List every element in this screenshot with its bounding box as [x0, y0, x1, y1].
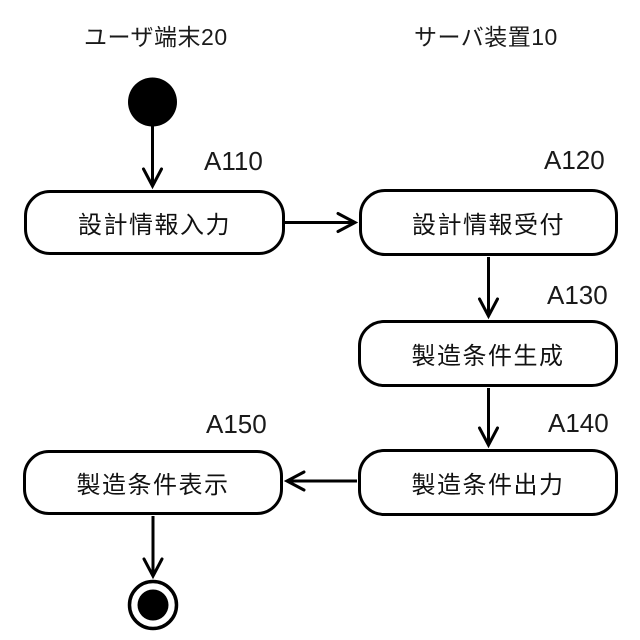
activity-box-mfg-condition-generate: 製造条件生成 [358, 320, 618, 387]
start-node-icon [128, 77, 177, 127]
activity-label: 製造条件出力 [411, 472, 565, 499]
activity-box-mfg-condition-output: 製造条件出力 [358, 449, 618, 516]
activity-label: 製造条件表示 [76, 472, 230, 499]
end-node-icon [127, 579, 179, 631]
step-tag-a150: A150 [206, 409, 267, 439]
activity-label: 設計情報受付 [412, 212, 565, 239]
step-tag-a130: A130 [547, 280, 608, 310]
activity-box-design-info-receive: 設計情報受付 [359, 189, 618, 256]
lane-label-server-device: サーバ装置10 [414, 24, 558, 50]
lane-label-user-terminal: ユーザ端末20 [84, 24, 228, 50]
activity-box-mfg-condition-display: 製造条件表示 [23, 450, 283, 515]
step-tag-a140: A140 [548, 408, 609, 438]
activity-label: 設計情報入力 [78, 212, 231, 239]
step-tag-a120: A120 [544, 145, 605, 175]
activity-label: 製造条件生成 [411, 343, 565, 370]
activity-box-design-info-input: 設計情報入力 [24, 190, 285, 255]
step-tag-a110: A110 [204, 146, 263, 176]
